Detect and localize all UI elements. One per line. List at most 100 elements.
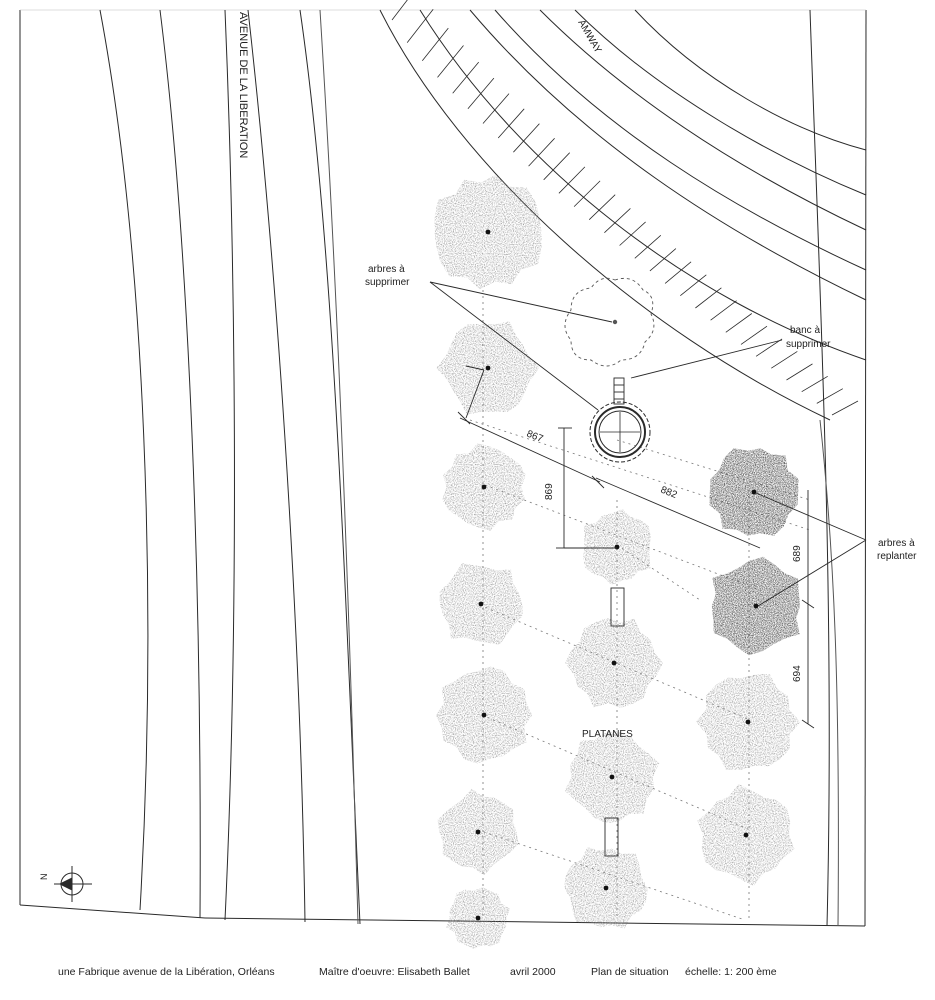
platane-tree xyxy=(564,731,660,823)
platane-tree-trunk xyxy=(603,885,609,891)
avenue-curb-5 xyxy=(299,9,361,925)
tramway-sidewalk-2 xyxy=(819,419,839,927)
tramway-hatch-line xyxy=(467,77,495,109)
platane-tree xyxy=(583,509,651,585)
avenue-label: AVENUE DE LA LIBERATION xyxy=(237,12,249,158)
tramway-hatch-line xyxy=(786,363,813,381)
tramway-hatch-line xyxy=(710,300,737,321)
tramway-hatch-line xyxy=(558,166,586,194)
tramway-rail-2 xyxy=(494,9,867,271)
tree-to-replant-trunk xyxy=(753,603,759,609)
platane-tree xyxy=(697,783,795,887)
tramway-rail-1 xyxy=(469,9,867,301)
platane-tree-trunk xyxy=(481,712,487,718)
tramway-hatch-line xyxy=(771,351,798,369)
platane-tree-trunk xyxy=(614,544,620,550)
trees-layer xyxy=(434,174,801,949)
trees-replant-label-2: replanter xyxy=(877,551,917,562)
tramway-hatch-line xyxy=(421,27,449,61)
avenue-curb-2 xyxy=(159,9,201,919)
platane-tree xyxy=(442,443,526,531)
tramway-hatch-line xyxy=(482,93,510,124)
platane-tree-trunk xyxy=(611,660,617,666)
platane-tree-trunk xyxy=(478,601,484,607)
tree-to-remove-trunk xyxy=(485,365,491,371)
avenue-curb-1 xyxy=(99,9,149,911)
tramway-hatch-line xyxy=(619,221,646,246)
dimension-694: 694 xyxy=(792,665,803,682)
tree-to-remove-trunk xyxy=(485,229,491,235)
tramway-hatch-line xyxy=(437,45,464,78)
sheet-name: Plan de situation xyxy=(591,966,669,978)
tree-to-replant-trunk xyxy=(751,489,757,495)
north-arrow-icon xyxy=(54,866,92,902)
scale-note: échelle: 1: 200 ème xyxy=(685,966,777,978)
platane-tree-trunk xyxy=(745,719,751,725)
tramway-hatch-line xyxy=(664,261,692,284)
platane-tree-trunk xyxy=(475,915,481,921)
avenue-curb-4 xyxy=(247,9,306,923)
tree-to-replant xyxy=(709,448,799,536)
bench-remove-label-2: supprimer xyxy=(786,339,831,350)
dimension-lines xyxy=(457,365,815,729)
tramway-hatch-line xyxy=(695,287,722,309)
tramway-hatch-line xyxy=(725,313,753,333)
tramway-edge-3 xyxy=(634,9,867,151)
avenue-curb-3 xyxy=(224,9,235,921)
tramway-hatch-line xyxy=(634,235,662,259)
tramway-hatch-line xyxy=(452,61,480,94)
avenue-road-lines xyxy=(99,9,361,925)
avenue-curb-6 xyxy=(319,9,359,925)
platane-tree xyxy=(565,618,663,708)
tramway-hatch-line xyxy=(573,180,601,207)
platane-tree xyxy=(439,563,523,645)
north-label: N xyxy=(39,874,49,881)
tree-to-remove xyxy=(436,321,540,415)
tree-to-remove xyxy=(434,174,542,290)
tramway-hatch-line xyxy=(755,338,783,357)
platane-tree xyxy=(446,887,510,949)
tramway-hatch-line xyxy=(740,325,768,345)
platane-tree-trunk xyxy=(475,829,481,835)
tramway-hatch-line xyxy=(543,152,570,181)
tree-to-remove-outline xyxy=(564,277,655,367)
leader-lines xyxy=(429,281,867,607)
bench-remove-label-1: banc à xyxy=(790,325,820,336)
tramway-hatch-line xyxy=(528,138,555,167)
tramway-rail-3 xyxy=(539,9,867,231)
tramway-lines xyxy=(379,9,867,927)
project-title: une Fabrique avenue de la Libération, Or… xyxy=(58,966,275,978)
tramway-hatch-line xyxy=(497,108,525,139)
tramway-hatch-line xyxy=(391,0,408,21)
tramway-hatch-line xyxy=(588,194,616,220)
tramway-hatch-line xyxy=(649,248,677,272)
tramway-sidewalk xyxy=(809,9,830,927)
tramway-edge-2 xyxy=(419,9,867,361)
trees-replant-label-1: arbres à xyxy=(878,538,915,549)
bench-2 xyxy=(604,817,619,857)
sheet-frame xyxy=(19,9,867,927)
platane-tree xyxy=(564,847,648,929)
tramway-hatch-line xyxy=(513,123,540,153)
platane-tree-trunk xyxy=(743,832,749,838)
tramway-hatch-line xyxy=(680,274,707,297)
tramway-rail-4 xyxy=(574,9,867,196)
tramway-hatch-line xyxy=(801,375,828,393)
fabrique-kiosk xyxy=(589,401,651,463)
tramway-hatching xyxy=(391,0,859,416)
tramway-edge-1 xyxy=(379,9,831,421)
platane-tree-trunk xyxy=(481,484,487,490)
drawing-date: avril 2000 xyxy=(510,966,556,978)
tramway-hatch-line xyxy=(831,400,859,416)
dimension-689: 689 xyxy=(792,545,803,562)
platane-tree-trunk xyxy=(609,774,615,780)
platane-tree xyxy=(437,788,519,876)
tramway-hatch-line xyxy=(816,388,843,404)
title-block: une Fabrique avenue de la Libération, Or… xyxy=(0,966,935,988)
benches xyxy=(604,587,625,857)
dimension-869: 869 xyxy=(544,483,555,500)
tramway-hatch-line xyxy=(604,208,631,233)
dimension-867: 867 xyxy=(525,429,545,446)
platane-tree xyxy=(435,666,533,764)
